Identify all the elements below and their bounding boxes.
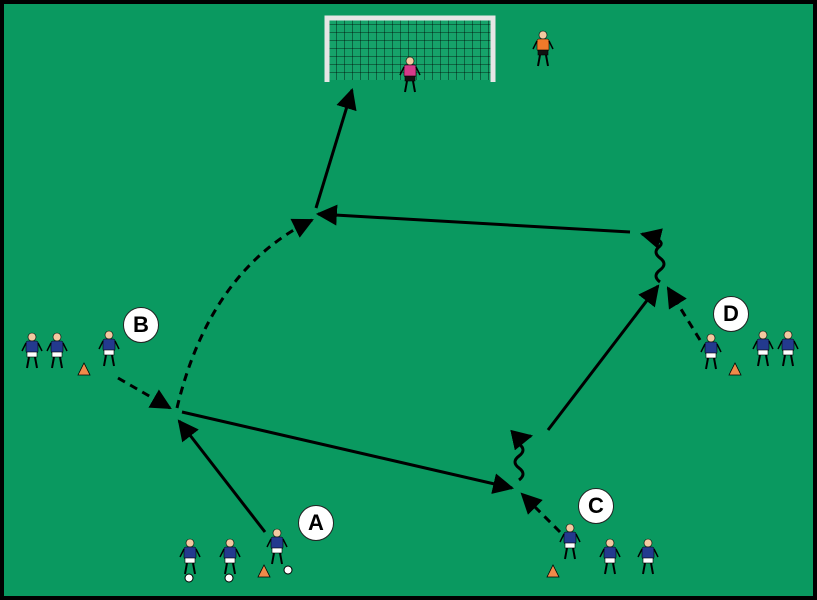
cone-icon (77, 362, 91, 376)
station-label-a: A (298, 505, 334, 541)
player-icon (559, 523, 581, 560)
arrow-b-dashed (117, 376, 172, 410)
player-icon (777, 330, 799, 367)
player-icon (46, 332, 68, 369)
player-icon (599, 538, 621, 575)
player-icon (179, 538, 201, 575)
coach-icon (532, 30, 554, 67)
player-icon (752, 330, 774, 367)
player-icon (266, 528, 288, 565)
cone-icon (728, 362, 742, 376)
arrow-c-dashed (520, 492, 562, 534)
player-icon (637, 538, 659, 575)
cone-icon (546, 564, 560, 578)
arrow-d-dribble (639, 228, 666, 284)
station-label-d: D (713, 296, 749, 332)
ball-icon (184, 573, 194, 583)
player-icon (98, 330, 120, 367)
player-icon (700, 333, 722, 370)
arrow-shot (314, 87, 357, 209)
station-label-c: C (578, 488, 614, 524)
goal-icon (324, 15, 496, 82)
goalkeeper-icon (399, 56, 421, 93)
station-label-b: B (123, 307, 159, 343)
pitch-surface (4, 4, 813, 596)
arrow-pass-to-c (181, 410, 515, 494)
arrow-d-dashed (666, 286, 702, 341)
player-icon (219, 538, 241, 575)
arrow-cross (315, 204, 631, 234)
ball-icon (224, 573, 234, 583)
arrow-to-d (546, 284, 660, 431)
ball-icon (283, 565, 293, 575)
cone-icon (257, 564, 271, 578)
arrow-a-run (177, 419, 267, 533)
player-icon (21, 332, 43, 369)
pass-arrows (117, 87, 702, 534)
arrow-curve-dashed (175, 218, 314, 409)
arrow-c-dribble (510, 429, 534, 482)
